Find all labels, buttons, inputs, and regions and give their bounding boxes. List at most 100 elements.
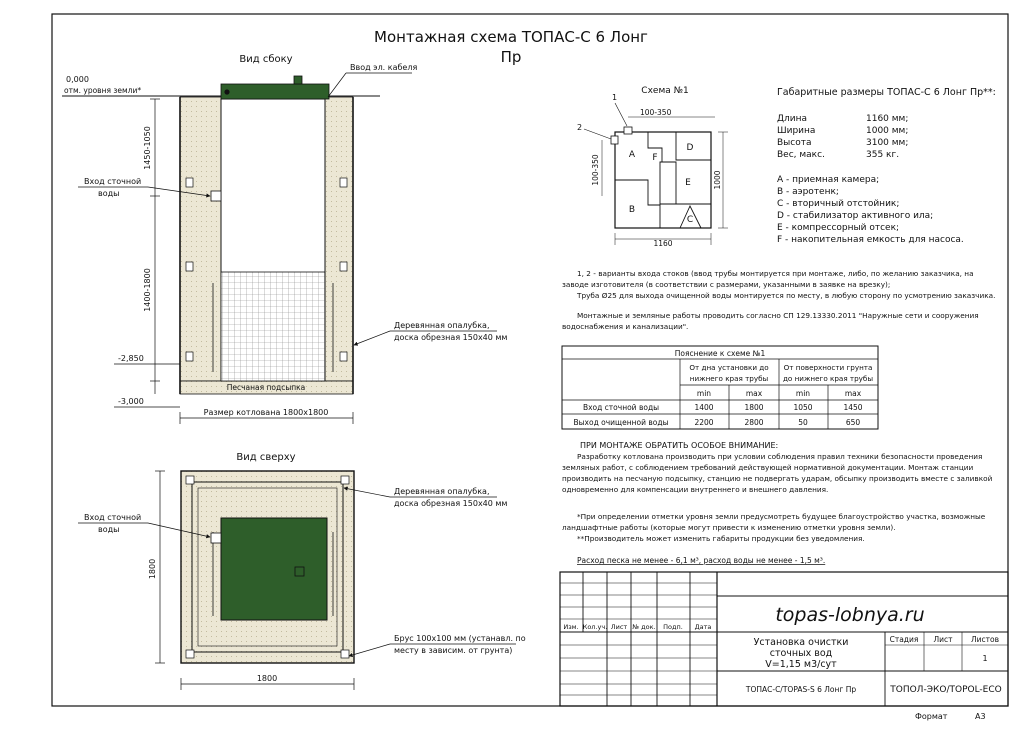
leader-line <box>343 486 391 498</box>
corner-beam <box>185 475 195 485</box>
table-cell: 2800 <box>744 418 763 427</box>
footnote-text: **Производитель может изменить габариты … <box>577 534 865 543</box>
corner-beam <box>185 649 195 659</box>
table-sub-header: min <box>697 389 711 398</box>
stamp-column: Изм. <box>563 623 578 631</box>
site-name: topas-lobnya.ru <box>775 604 924 626</box>
stage-label: Стадия <box>890 635 919 644</box>
zone-border <box>675 132 711 161</box>
leader-line <box>348 643 391 657</box>
zone-legend: A - приемная камера; B - аэротенк; C - в… <box>777 175 964 245</box>
sheet-frame <box>51 13 1009 707</box>
table-cell: 50 <box>798 418 808 427</box>
note-text: 1, 2 - варианты входа стоков (ввод трубы… <box>577 269 974 278</box>
beam-label: Брус 100х100 мм (устанавл. по <box>394 634 526 643</box>
table-row-label: Выход очищенной воды <box>573 418 668 427</box>
scheme-title: Схема №1 <box>641 86 688 96</box>
tank-top <box>220 517 328 621</box>
dim-row-label: Длина <box>777 114 807 124</box>
top-view-title: Вид сверху <box>236 452 295 463</box>
table-cell: 1800 <box>744 403 763 412</box>
legend-item: D - стабилизатор активного ила; <box>777 211 933 221</box>
note-text: Труба Ø25 для выхода очищенной воды монт… <box>576 291 995 300</box>
note-text: Монтажные и земляные работы проводить со… <box>577 311 979 320</box>
inlet-1 <box>623 126 633 135</box>
product-name: ТОПАС-С/TOPAS-S 6 Лонг Пр <box>745 685 856 694</box>
leader-line <box>327 72 347 98</box>
sheets-label: Листов <box>971 635 999 644</box>
dim-row-value: 355 кг. <box>866 150 899 160</box>
stamp-column: Дата <box>695 623 712 631</box>
table-cell: 1450 <box>843 403 862 412</box>
legend-item: E - компрессорный отсек; <box>777 223 899 233</box>
table-cell: 2200 <box>694 418 713 427</box>
attention-line: производить на песчаную подсыпку, станци… <box>562 474 993 483</box>
sheets-value: 1 <box>982 654 987 663</box>
formwork-block <box>339 351 348 362</box>
corner-beam <box>340 475 350 485</box>
stamp-column: Лист <box>611 623 628 631</box>
leader-line <box>147 186 211 198</box>
dim-left: 100-350 <box>591 154 600 186</box>
legend-item: F - накопительная емкость для насоса. <box>777 235 964 245</box>
side-view: Вид сбоку 0,000 отм. уровня земли* Песча… <box>62 54 507 424</box>
formwork-inner <box>197 487 338 647</box>
zone-a: A <box>629 150 636 160</box>
corner-beam <box>340 649 350 659</box>
stamp-column: № док. <box>631 623 655 631</box>
scheme-1: Схема №1 A B C D E F 1 2 100-350 100-350… <box>577 86 728 248</box>
dim-horizontal: 1800 <box>257 674 277 683</box>
table-caption: Пояснение к схеме №1 <box>675 349 766 358</box>
table-sub-header: max <box>845 389 862 398</box>
dim-upper: 1450-1050 <box>143 126 152 170</box>
legend-item: A - приемная камера; <box>777 175 879 185</box>
dim-top: 100-350 <box>640 108 672 117</box>
inlet-pipe <box>210 532 222 544</box>
format-label: Формат <box>915 712 948 721</box>
inlet-label: Вход сточной <box>84 177 141 186</box>
stamp-column: Подп. <box>663 623 683 631</box>
table-frame <box>561 345 879 430</box>
doc-name: Установка очистки <box>754 637 849 648</box>
formwork-block <box>185 351 194 362</box>
attention-line: одновременно для компенсации внутреннего… <box>562 485 828 494</box>
formwork-label: доска обрезная 150х40 мм <box>394 499 507 508</box>
zone-border <box>679 204 702 229</box>
dim-row-label: Вес, макс. <box>777 150 825 160</box>
zone-c: C <box>687 215 693 225</box>
level-3000: -3,000 <box>118 397 144 406</box>
drawing-title: Монтажная схема ТОПАС-С 6 Лонг <box>374 28 648 46</box>
table-sub-header: min <box>796 389 810 398</box>
dim-row-label: Ширина <box>777 126 815 136</box>
footnotes: *При определении отметки уровня земли пр… <box>562 512 986 565</box>
table-sub-header: max <box>746 389 763 398</box>
sand-label: Песчаная подсыпка <box>227 383 306 392</box>
formwork-label: Деревянная опалубка, <box>394 487 490 496</box>
level-2850: -2,850 <box>118 354 144 363</box>
table-cell: 650 <box>846 418 861 427</box>
footnote-text: *При определении отметки уровня земли пр… <box>577 512 986 521</box>
beam-label: месту в зависим. от грунта) <box>394 646 512 655</box>
formwork-label: Деревянная опалубка, <box>394 321 490 330</box>
inlet-label: воды <box>98 189 119 198</box>
dim-row-label: Высота <box>777 138 812 148</box>
attention-title: ПРИ МОНТАЖЕ ОБРАТИТЬ ОСОБОЕ ВНИМАНИЕ: <box>580 441 778 450</box>
zone-d: D <box>687 143 694 153</box>
inlet-2-label: 2 <box>577 123 582 132</box>
legend-item: B - аэротенк; <box>777 187 839 197</box>
leader-line <box>147 522 211 539</box>
leader-line <box>583 128 612 140</box>
zone-e: E <box>685 178 691 188</box>
tank-bottom-section <box>220 271 326 382</box>
sheet-label: Лист <box>933 635 953 644</box>
attention-line: земляных работ, с соблюдением требований… <box>562 463 974 472</box>
table-group-header: до нижнего края трубы <box>783 374 873 383</box>
legend-item: C - вторичный отстойник; <box>777 199 899 209</box>
table-group-header: От поверхности грунта <box>784 363 873 372</box>
inlet-pipe <box>210 190 222 202</box>
dim-row-value: 3100 мм; <box>866 138 908 148</box>
formwork-block <box>339 177 348 188</box>
zone-f: F <box>652 153 657 163</box>
title-block-frame <box>559 571 1009 707</box>
zone-border <box>647 132 663 205</box>
